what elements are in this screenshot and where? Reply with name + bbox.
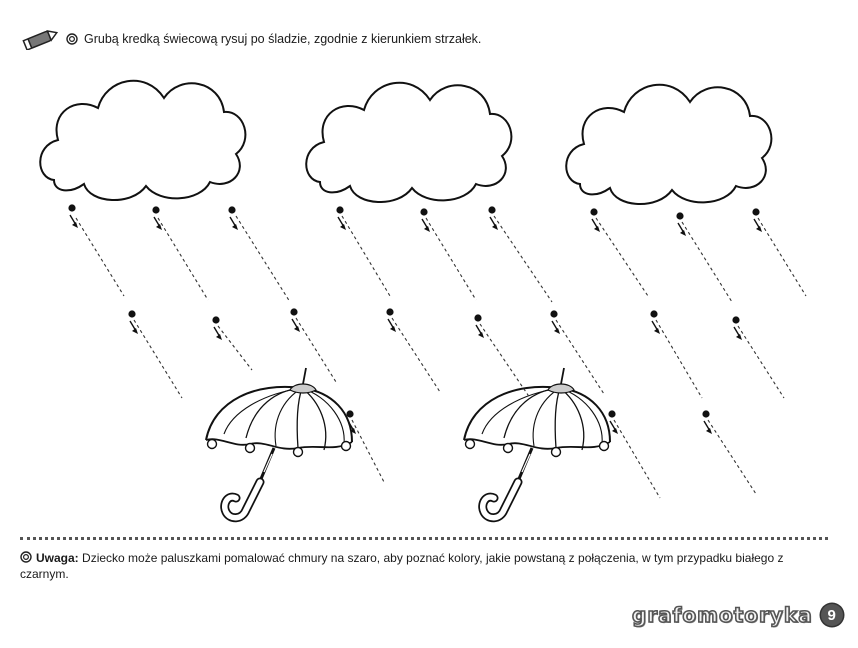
- instruction-text: Grubą kredką świecową rysuj po śladzie, …: [84, 32, 482, 46]
- dotted-separator: [20, 537, 828, 540]
- note-text: Dziecko może paluszkami pomalować chmury…: [20, 551, 784, 581]
- rain-trace-lines: [75, 215, 807, 499]
- tracing-worksheet: [39, 79, 807, 535]
- cloud-icon: [39, 79, 247, 202]
- footer-brand: grafomotoryka 9: [631, 602, 843, 628]
- page-number: 9: [820, 604, 843, 626]
- brand-logo: grafomotoryka: [631, 602, 813, 628]
- instruction: Grubą kredką świecową rysuj po śladzie, …: [20, 28, 482, 51]
- cloud-icon: [305, 81, 513, 204]
- arrow-down-icon: [67, 203, 763, 435]
- cloud-icon: [565, 83, 773, 206]
- note-label: Uwaga:: [36, 551, 79, 565]
- note: Uwaga: Dziecko może paluszkami pomalować…: [20, 550, 820, 582]
- spiral-bullet-icon: [20, 551, 32, 563]
- umbrella-icon: [206, 368, 352, 518]
- spiral-bullet-icon: [66, 33, 78, 45]
- crayon-icon: [20, 28, 62, 51]
- umbrella-icon: [464, 368, 610, 518]
